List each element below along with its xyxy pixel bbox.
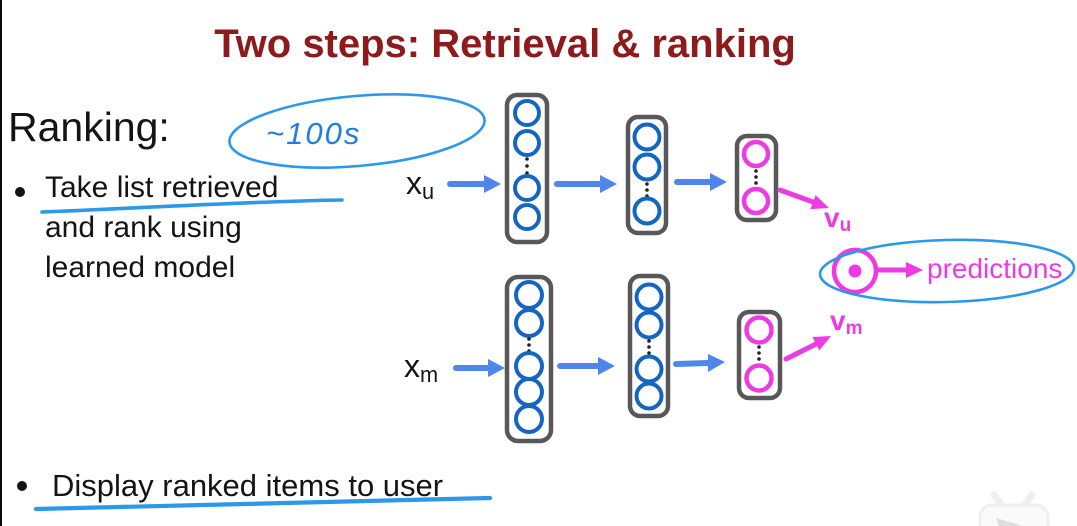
arrow-layer2-to-layer3-user [674, 173, 727, 191]
arrow-xm-to-layer1 [453, 359, 505, 377]
handwritten-ellipse-predictions [818, 238, 1076, 304]
arrow-layer1-to-layer2-item [557, 357, 615, 375]
user-tower-layer-2 [625, 114, 669, 236]
arrow-layer1-to-layer2-user [554, 175, 617, 193]
handwritten-underline-bullet2 [33, 495, 493, 512]
item-tower-output-layer [736, 309, 783, 401]
arrow-layer2-to-layer3-item [673, 354, 725, 372]
xm-sub: m [420, 361, 439, 387]
item-tower [453, 273, 831, 444]
ranking-heading: Ranking: [8, 104, 170, 150]
arrow-to-vu [777, 187, 829, 210]
arrow-to-vm [783, 336, 831, 362]
bullet1-line3: learned model [45, 251, 236, 284]
dot-product-dot [848, 264, 862, 278]
item-tower-layer-1 [504, 274, 554, 444]
bullet1-dot [15, 187, 25, 197]
xu-base: x [406, 165, 422, 201]
predictions-label: predictions [927, 253, 1063, 284]
handwritten-ellipse-100s [228, 93, 486, 169]
user-tower-output-layer [734, 133, 779, 223]
vector-label-vu: vu [824, 202, 851, 237]
input-label-xu: xu [406, 165, 434, 205]
arrow-xu-to-layer1 [447, 175, 501, 193]
video-watermark-icon [978, 491, 1050, 526]
bullet2-dot [17, 481, 27, 491]
slide-title: Two steps: Retrieval & ranking [214, 22, 796, 66]
xm-base: x [404, 348, 420, 384]
annotation-100s: ~100s [266, 116, 362, 151]
bullet1-line2: and rank using [45, 211, 242, 244]
item-tower-layer-2 [627, 273, 671, 419]
xu-sub: u [422, 178, 435, 204]
vm-sub: m [845, 318, 863, 340]
user-tower [447, 92, 829, 245]
user-tower-layer-1 [504, 92, 550, 245]
vm-base: v [830, 305, 846, 336]
arrow-to-predictions [875, 262, 923, 278]
input-label-xm: xm [404, 348, 438, 388]
vu-base: v [824, 202, 840, 233]
vu-sub: u [839, 215, 852, 237]
bullet2-text: Display ranked items to user [52, 468, 444, 503]
vector-label-vm: vm [830, 305, 863, 340]
left-border [0, 0, 2, 526]
handwritten-underline-bullet1 [40, 198, 344, 214]
bullet1-line1: Take list retrieved [45, 171, 279, 204]
bullet1-text: Take list retrieved and rank using learn… [45, 168, 278, 288]
